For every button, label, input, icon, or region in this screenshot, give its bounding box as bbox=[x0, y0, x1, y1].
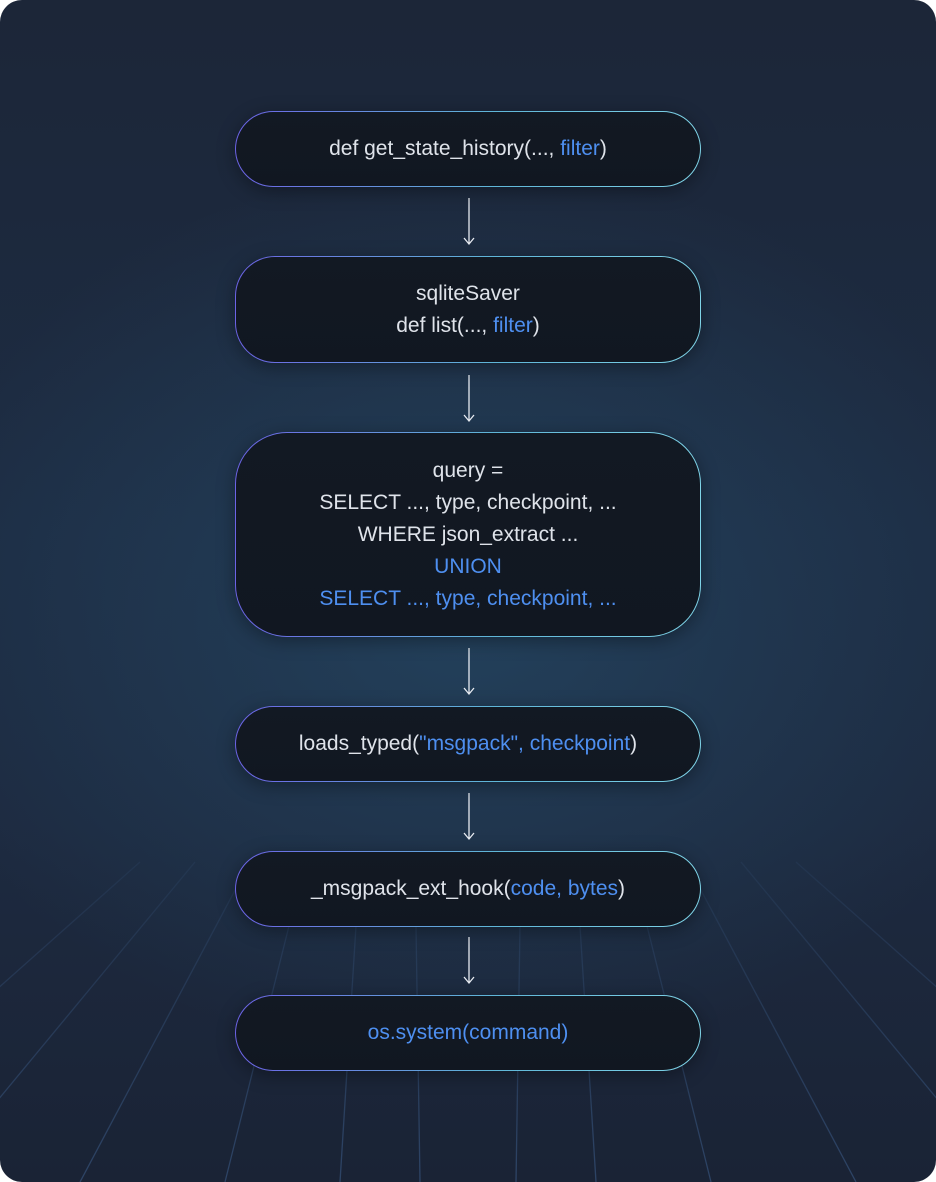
node-line: def list(..., filter) bbox=[396, 310, 540, 342]
node-sql-query: query = SELECT ..., type, checkpoint, ...… bbox=[235, 432, 701, 637]
node-line: _msgpack_ext_hook(code, bytes) bbox=[311, 873, 625, 905]
node-get-state-history: def get_state_history(..., filter) bbox=[235, 111, 701, 187]
arrow-down-icon bbox=[463, 937, 475, 985]
node-line: query = bbox=[433, 455, 504, 487]
node-loads-typed: loads_typed("msgpack", checkpoint) bbox=[235, 706, 701, 782]
node-msgpack-ext-hook: _msgpack_ext_hook(code, bytes) bbox=[235, 851, 701, 927]
highlighted-text: UNION bbox=[434, 554, 502, 578]
highlighted-text: os.system(command) bbox=[367, 1021, 569, 1044]
code-text: def list(..., bbox=[396, 313, 494, 337]
node-line: def get_state_history(..., filter) bbox=[329, 133, 607, 165]
code-text: ) bbox=[618, 877, 626, 900]
highlighted-text: code, bytes bbox=[510, 877, 619, 900]
node-line: loads_typed("msgpack", checkpoint) bbox=[299, 728, 637, 760]
node-sqlite-saver-list: sqliteSaver def list(..., filter) bbox=[235, 256, 701, 363]
arrow-down-icon bbox=[463, 198, 475, 246]
node-line: SELECT ..., type, checkpoint, ... bbox=[319, 487, 616, 519]
node-line: sqliteSaver bbox=[416, 278, 520, 310]
node-line: UNION bbox=[434, 551, 502, 583]
code-text: loads_typed( bbox=[298, 732, 420, 755]
code-text: ) bbox=[630, 732, 638, 755]
code-text: query = bbox=[432, 458, 504, 482]
code-text: sqliteSaver bbox=[416, 281, 520, 305]
code-text: ) bbox=[532, 313, 540, 337]
highlighted-text: filter bbox=[493, 313, 533, 337]
highlighted-text: "msgpack", checkpoint bbox=[419, 732, 631, 755]
node-line: SELECT ..., type, checkpoint, ... bbox=[319, 583, 616, 615]
code-text: SELECT ..., type, checkpoint, ... bbox=[319, 490, 617, 514]
node-line: WHERE json_extract ... bbox=[358, 519, 579, 551]
code-text: ) bbox=[599, 137, 607, 160]
code-text: _msgpack_ext_hook( bbox=[310, 877, 511, 900]
highlighted-text: filter bbox=[560, 137, 600, 160]
arrow-down-icon bbox=[463, 793, 475, 841]
code-text: def get_state_history(..., bbox=[329, 137, 561, 160]
highlighted-text: SELECT ..., type, checkpoint, ... bbox=[319, 586, 617, 610]
code-text: WHERE json_extract ... bbox=[357, 522, 579, 546]
node-os-system: os.system(command) bbox=[235, 995, 701, 1071]
node-line: os.system(command) bbox=[368, 1017, 569, 1049]
arrow-down-icon bbox=[463, 375, 475, 423]
arrow-down-icon bbox=[463, 648, 475, 696]
